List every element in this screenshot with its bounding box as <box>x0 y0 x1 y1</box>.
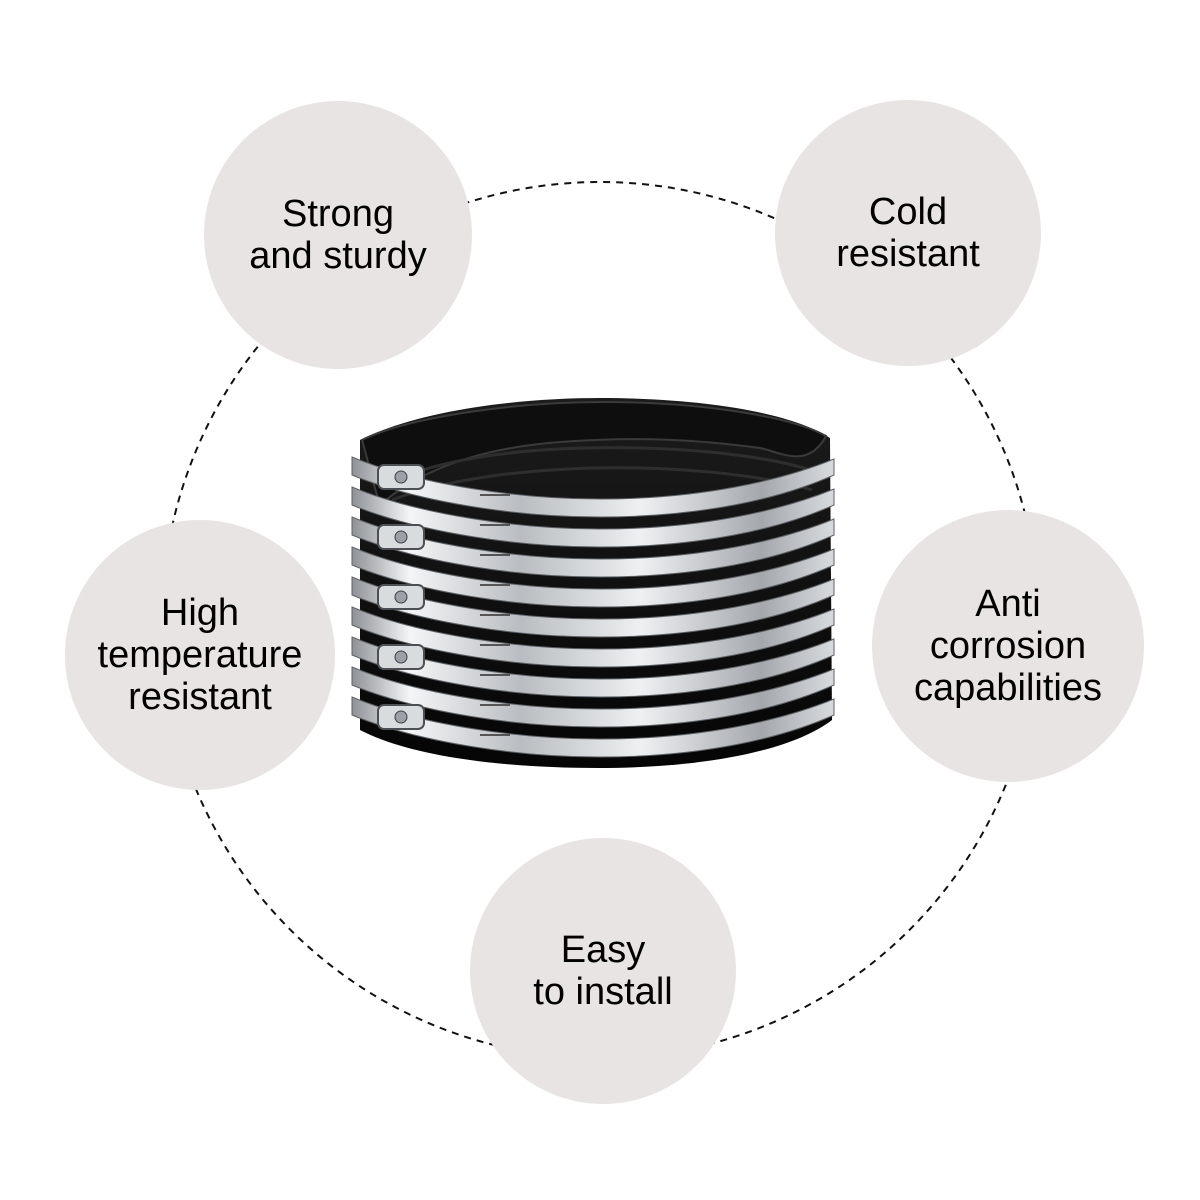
clamp-bands <box>351 456 835 758</box>
clamp-band <box>351 486 835 548</box>
clamp-buckles <box>377 464 425 730</box>
clamp-band <box>351 696 835 758</box>
feature-bubble-cold: Cold resistant <box>775 100 1041 366</box>
feature-label-anti-corrosion: Anti corrosion capabilities <box>914 583 1102 709</box>
clamp-band <box>351 576 835 638</box>
feature-label-cold: Cold resistant <box>836 191 980 275</box>
feature-bubble-high-temp: High temperature resistant <box>65 520 335 790</box>
feature-label-high-temp: High temperature resistant <box>97 592 303 718</box>
clamp-band <box>351 606 835 668</box>
feature-label-easy-install: Easy to install <box>533 929 673 1013</box>
clamp-screw <box>394 530 408 544</box>
feature-bubble-strong: Strong and sturdy <box>204 101 472 369</box>
clamp-screw <box>394 590 408 604</box>
clamp-band <box>351 546 835 608</box>
product-image <box>351 398 835 768</box>
clamp-band <box>351 456 835 518</box>
clamp-screw <box>394 650 408 664</box>
clamp-screw <box>394 710 408 724</box>
clamp-band <box>351 516 835 578</box>
feature-bubble-anti-corrosion: Anti corrosion capabilities <box>872 510 1144 782</box>
clamp-band <box>351 636 835 698</box>
feature-bubble-easy-install: Easy to install <box>470 838 736 1104</box>
clamp-band <box>351 666 835 728</box>
clamp-screw <box>394 470 408 484</box>
feature-label-strong: Strong and sturdy <box>249 193 427 277</box>
